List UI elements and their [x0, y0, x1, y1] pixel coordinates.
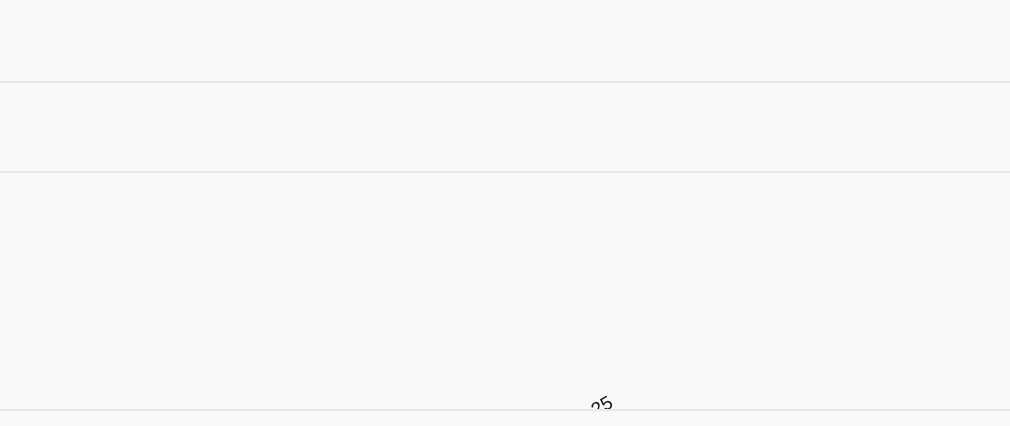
- divider-top: [0, 81, 1010, 83]
- legend-band: scheduledskippedupstream_failedup_for_re…: [0, 83, 1010, 217]
- chart-band: Thu 25: [0, 173, 1010, 426]
- bottom-blank-band: [0, 411, 1010, 426]
- top-blank-band: [0, 0, 1010, 81]
- divider-middle: [0, 171, 1010, 173]
- divider-bottom: [0, 409, 1010, 411]
